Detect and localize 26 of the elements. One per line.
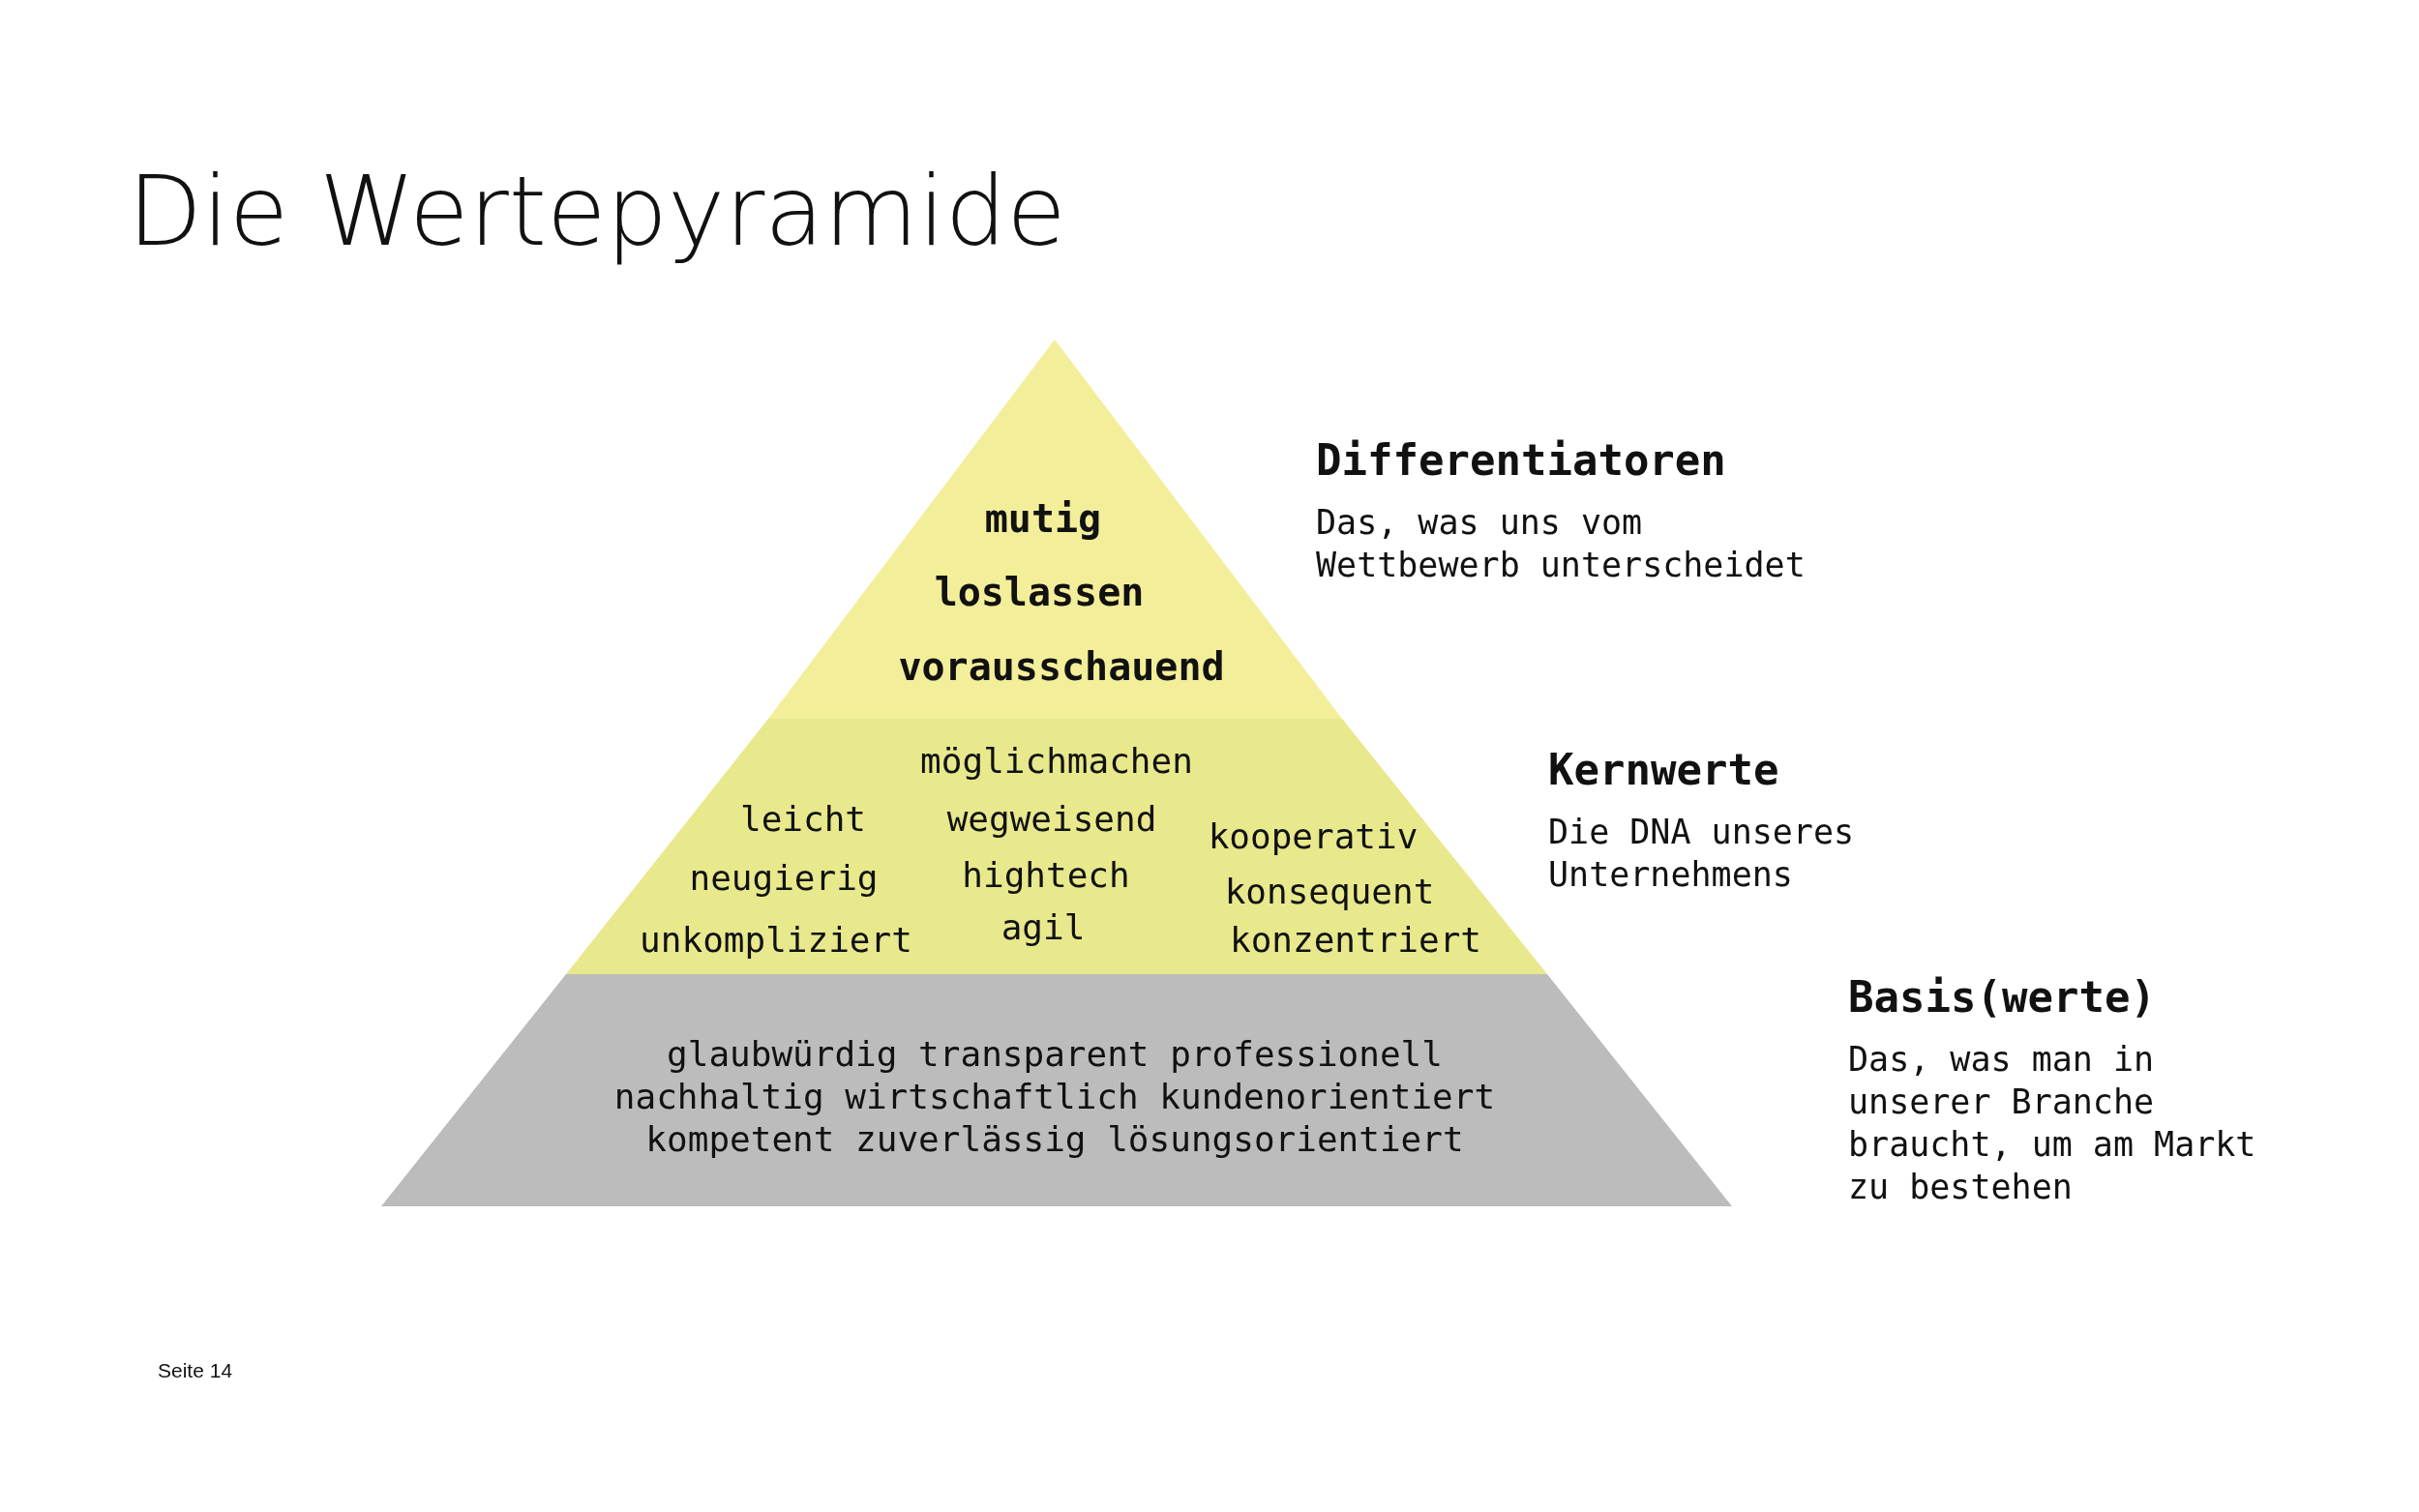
value-word: möglichmachen	[920, 740, 1193, 781]
value-word: neugierig	[689, 857, 879, 898]
value-word: glaubwürdig transparent professionell	[667, 1033, 1443, 1074]
value-word: konzentriert	[1229, 919, 1482, 960]
value-word: kompetent zuverlässig lösungsorientiert	[645, 1118, 1464, 1159]
section-heading: Differentiatoren	[1316, 435, 1726, 485]
value-word: leicht	[740, 798, 866, 839]
value-word: konsequent	[1224, 871, 1435, 911]
title: Die Wertepyramide	[128, 155, 1066, 268]
value-word: vorausschauend	[898, 644, 1225, 689]
section-description: Das, was uns vom Wettbewerb unterscheidet	[1316, 502, 1807, 586]
value-word: wegweisend	[946, 798, 1157, 839]
section-description: Die DNA unseres Unternehmens	[1548, 812, 1856, 896]
section-heading: Basis(werte)	[1848, 972, 2156, 1022]
value-word: kooperativ	[1208, 815, 1419, 856]
value-word: agil	[1000, 906, 1086, 947]
section-description: Das, was man in unserer Branche braucht, um am Markt zu bestehen	[1848, 1039, 2257, 1208]
pyramid-band	[381, 974, 1732, 1206]
section-heading: Kernwerte	[1548, 745, 1779, 794]
page-number: Seite 14	[158, 1359, 233, 1382]
value-word: nachhaltig wirtschaftlich kundenorientiert	[613, 1076, 1496, 1116]
value-word: hightech	[962, 854, 1130, 895]
value-word: loslassen	[934, 570, 1145, 614]
pyramid-band	[566, 719, 1547, 974]
value-word: unkompliziert	[640, 919, 912, 960]
value-word: mutig	[984, 496, 1102, 541]
